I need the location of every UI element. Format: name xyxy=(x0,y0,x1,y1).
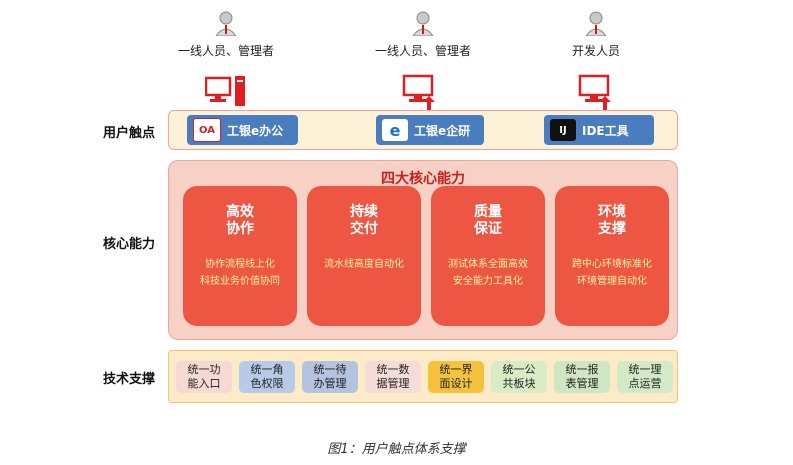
tech-chip-line: 据管理 xyxy=(376,377,410,390)
tech-chip-line: 办管理 xyxy=(313,377,347,390)
touchpoint-e-enterprise[interactable]: e 工银e企研 xyxy=(376,115,484,145)
user-group-1: 一线人员、管理者 xyxy=(161,10,291,59)
capability-card: 质量保证 测试体系全面高效安全能力工具化 xyxy=(431,186,545,326)
tech-chip: 统一待办管理 xyxy=(302,361,358,393)
capability-title: 质量 xyxy=(474,204,502,220)
person-icon xyxy=(215,11,237,37)
tech-chip: 统一报表管理 xyxy=(554,361,610,393)
tech-chip-line: 统一界 xyxy=(439,363,473,376)
tech-chip-line: 统一待 xyxy=(313,363,347,376)
figure-caption: 图1：用户触点体系支撑 xyxy=(327,442,466,457)
capability-card: 环境支撑 跨中心环境标准化环境管理自动化 xyxy=(555,186,669,326)
row-label-tech: 技术支撑 xyxy=(103,372,156,387)
user-label: 一线人员、管理者 xyxy=(374,44,471,58)
user-group-2: 一线人员、管理者 xyxy=(358,10,488,59)
capability-title: 高效 xyxy=(226,204,254,220)
e-enterprise-icon: e xyxy=(382,119,408,141)
capability-title: 保证 xyxy=(474,221,502,237)
touchpoint-label: IDE工具 xyxy=(582,123,629,138)
user-group-3: 开发人员 xyxy=(531,10,661,59)
monitor-icon xyxy=(402,74,435,110)
tech-chip: 统一公共板块 xyxy=(491,361,547,393)
tech-chip: 统一理点运营 xyxy=(617,361,673,393)
user-label: 一线人员、管理者 xyxy=(177,44,274,58)
monitor-icon xyxy=(578,74,611,110)
tech-chip: 统一角色权限 xyxy=(239,361,295,393)
touchpoint-oa[interactable]: OA 工银e办公 xyxy=(187,115,298,145)
person-icon xyxy=(412,11,434,37)
person-icon xyxy=(585,11,607,37)
tech-chip-line: 统一报 xyxy=(565,363,599,376)
capability-desc: 科技业务价值协同 xyxy=(200,276,280,287)
capability-card: 持续交付 流水线高度自动化 xyxy=(307,186,421,326)
tech-chip-line: 统一理 xyxy=(628,363,662,376)
tech-chip-line: 统一角 xyxy=(250,363,284,376)
capability-title: 持续 xyxy=(350,204,378,220)
capability-desc: 测试体系全面高效 xyxy=(448,259,528,270)
tech-chip-line: 共板块 xyxy=(502,377,536,390)
tech-chip: 统一界面设计 xyxy=(428,361,484,393)
tech-chip-line: 点运营 xyxy=(628,377,662,390)
capability-title: 支撑 xyxy=(598,221,626,237)
capability-title: 交付 xyxy=(350,221,378,237)
capability-desc: 安全能力工具化 xyxy=(453,276,523,287)
tech-chip-line: 统一功 xyxy=(187,363,221,376)
tech-chip: 统一数据管理 xyxy=(365,361,421,393)
core-title: 四大核心能力 xyxy=(381,171,465,187)
desktop-computer-icon xyxy=(205,76,245,106)
tech-chip-line: 色权限 xyxy=(250,377,284,390)
tech-chip: 统一功能入口 xyxy=(176,361,232,393)
touchpoint-label: 工银e办公 xyxy=(227,123,284,138)
touchpoint-label: 工银e企研 xyxy=(414,123,471,138)
capability-desc: 流水线高度自动化 xyxy=(324,259,404,270)
tech-chip-line: 统一数 xyxy=(376,363,410,376)
capability-desc: 环境管理自动化 xyxy=(577,276,647,287)
tech-chip-line: 统一公 xyxy=(502,363,536,376)
row-label-core: 核心能力 xyxy=(103,237,156,252)
capability-card: 高效协作 协作流程线上化科技业务价值协同 xyxy=(183,186,297,326)
user-label: 开发人员 xyxy=(571,44,620,58)
tech-chip-line: 表管理 xyxy=(565,377,599,390)
oa-app-icon: OA xyxy=(193,118,221,142)
capability-title: 环境 xyxy=(598,204,626,220)
capability-title: 协作 xyxy=(226,221,254,237)
row-label-touchpoint: 用户触点 xyxy=(103,126,156,141)
tech-chip-line: 能入口 xyxy=(187,377,221,390)
ide-icon: IJ xyxy=(550,119,576,141)
touchpoint-ide[interactable]: IJ IDE工具 xyxy=(544,115,654,145)
tech-chip-line: 面设计 xyxy=(439,377,473,390)
capability-desc: 跨中心环境标准化 xyxy=(572,259,652,270)
capability-desc: 协作流程线上化 xyxy=(205,259,275,270)
